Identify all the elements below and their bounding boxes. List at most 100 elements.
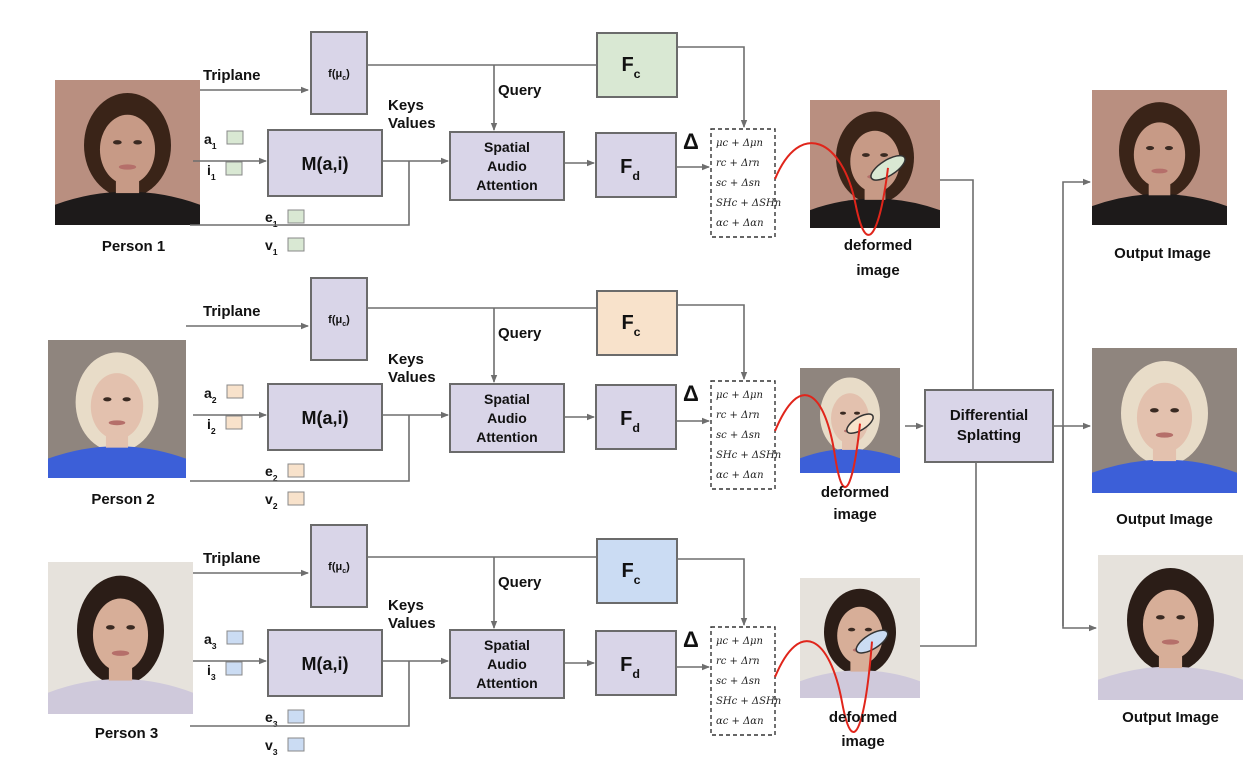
input-i-square <box>225 415 243 430</box>
splat-to-output3-arrow <box>1062 426 1097 632</box>
mouth <box>1155 432 1174 438</box>
values-label: Values <box>388 115 436 132</box>
person-row-2: Person 2f(μc)TriplaneM(a,i)a2i2e2v2KeysV… <box>48 277 1237 528</box>
input-i-label: i3 <box>207 662 216 682</box>
input-i-square <box>225 161 243 176</box>
input-v-square <box>287 491 305 506</box>
deformed-label-2: image <box>856 262 899 279</box>
eye-right <box>133 140 142 145</box>
input-e-square <box>287 463 305 478</box>
output-label: Output Image <box>1114 245 1211 262</box>
fc-box <box>596 290 678 356</box>
deformation-curve <box>774 142 889 236</box>
shirt <box>48 679 193 714</box>
shirt <box>800 670 920 698</box>
f-mu-box <box>310 277 368 361</box>
deformed1-to-splat-line <box>940 179 974 390</box>
input-i-square <box>225 661 243 676</box>
saa-label-3: Attention <box>476 675 537 691</box>
query-label: Query <box>498 82 542 99</box>
gaussian-params-box <box>710 380 776 490</box>
mai-label: M(a,i) <box>302 654 349 674</box>
equation-5: αc + Δαn <box>716 716 764 727</box>
eye-right <box>126 625 135 630</box>
triplane-label: Triplane <box>203 67 261 84</box>
equation-4: SHc + ΔSHn <box>716 198 781 209</box>
deformed-label-1: deformed <box>829 709 897 726</box>
splat-label-1: Differential <box>950 407 1028 424</box>
f-mu-box <box>310 524 368 608</box>
deformed-photo <box>800 578 920 698</box>
equation-1: μc + Δμn <box>716 636 763 647</box>
deformed-photo <box>800 368 900 473</box>
person-photo <box>48 340 186 478</box>
eye-right <box>1176 615 1185 620</box>
input-v-label: v1 <box>265 237 278 257</box>
fc-label: Fc <box>621 560 640 587</box>
deformed-label-2: image <box>833 506 876 523</box>
splat-to-output1-arrow <box>1062 178 1091 626</box>
gaussian-params-box <box>710 128 776 238</box>
expression-view-line <box>190 161 410 226</box>
person-row-3: Person 3f(μc)TriplaneM(a,i)a3i3e3v3KeysV… <box>48 524 1243 757</box>
keys-label: Keys <box>388 97 424 114</box>
input-e-label: e1 <box>265 209 278 229</box>
equation-3: sc + Δsn <box>716 178 760 189</box>
saa-label-3: Attention <box>476 177 537 193</box>
eye-left <box>1146 146 1155 151</box>
eye-right <box>1164 146 1173 151</box>
input-a-label: a2 <box>204 385 217 405</box>
equation-4: SHc + ΔSHn <box>716 450 781 461</box>
equation-2: rc + Δrn <box>716 158 760 169</box>
spatial-audio-attention-box <box>449 131 565 201</box>
keys-label: Keys <box>388 597 424 614</box>
fd-box <box>595 384 677 450</box>
fd-label: Fd <box>620 654 640 681</box>
expression-view-line <box>190 415 410 482</box>
equation-5: αc + Δαn <box>716 470 764 481</box>
input-i-label: i1 <box>207 162 216 182</box>
face <box>99 114 156 185</box>
mouth <box>1161 639 1180 645</box>
mai-box <box>267 129 383 197</box>
triplane-label: Triplane <box>203 303 261 320</box>
equation-3: sc + Δsn <box>716 430 760 441</box>
expression-view-line <box>190 661 410 727</box>
equation-2: rc + Δrn <box>716 410 760 421</box>
fc-to-params-arrow <box>677 46 748 128</box>
input-e-square <box>287 709 305 724</box>
equation-4: SHc + ΔSHn <box>716 696 781 707</box>
eye-left <box>1156 615 1165 620</box>
f-mu-box <box>310 31 368 115</box>
values-label: Values <box>388 369 436 386</box>
mouth <box>118 164 137 170</box>
saa-label-3: Attention <box>476 429 537 445</box>
fc-box <box>596 32 678 98</box>
f-mu-label: f(μc) <box>328 314 350 328</box>
equation-1: μc + Δμn <box>716 138 763 149</box>
eye-right <box>1170 408 1179 413</box>
saa-label-1: Spatial <box>484 637 530 653</box>
input-a-square <box>226 130 244 145</box>
spatial-audio-attention-box <box>449 629 565 699</box>
deformed-label-1: deformed <box>821 484 889 501</box>
fd-label: Fd <box>620 156 640 183</box>
face <box>1133 122 1186 188</box>
face <box>1142 589 1199 660</box>
eye-right <box>880 153 888 157</box>
equation-2: rc + Δrn <box>716 656 760 667</box>
input-v-label: v3 <box>265 737 278 757</box>
keys-label: Keys <box>388 351 424 368</box>
fc-to-params-arrow <box>677 304 748 380</box>
fc-label: Fc <box>621 54 640 81</box>
gaussian-ellipse <box>846 413 874 434</box>
eye-left <box>113 140 122 145</box>
f-mu-label: f(μc) <box>328 68 350 82</box>
deformation-curve <box>774 640 873 733</box>
input-a-label: a1 <box>204 131 217 151</box>
face <box>92 598 149 672</box>
query-label: Query <box>498 574 542 591</box>
shirt <box>1092 193 1227 225</box>
splat-label-2: Splatting <box>957 427 1021 444</box>
